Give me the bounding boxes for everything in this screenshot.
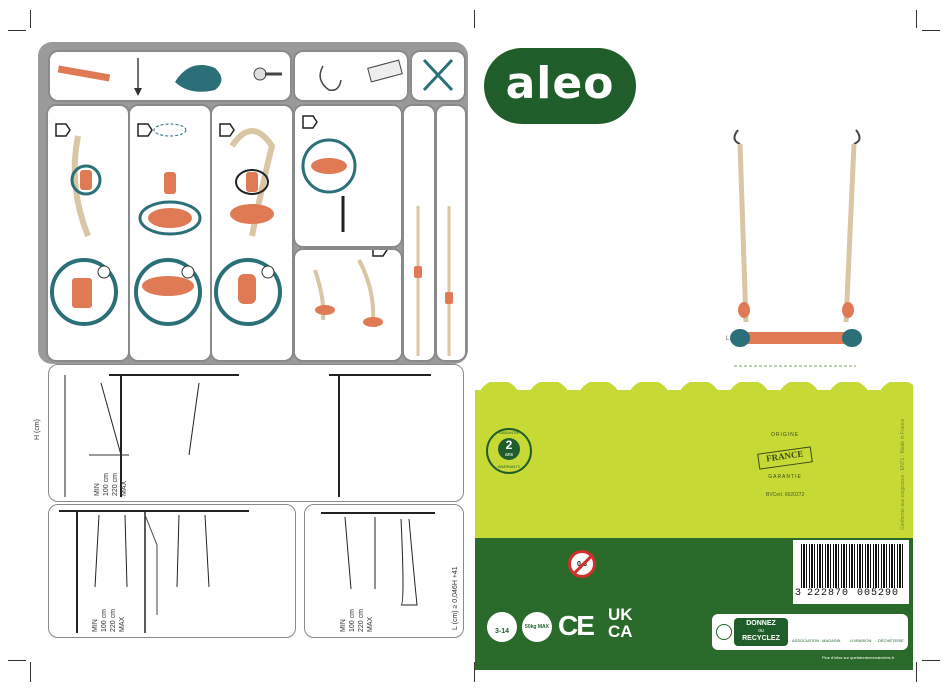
scalloped-edge	[477, 382, 913, 402]
max-label: MAX	[367, 616, 374, 632]
step-panel-6	[402, 104, 436, 362]
max-value: 220 cm	[358, 609, 365, 632]
recycle-url: Plus d'infos sur quefairedemesdechets.fr	[822, 655, 895, 660]
recycle-title-box: DONNEZ ou RECYCLEZ	[734, 618, 788, 646]
age-warning-icon: 0-3	[568, 550, 596, 578]
origin-france-badge: ORIGINE FRANCE GARANTIE	[752, 432, 818, 486]
smiley-icon	[97, 265, 111, 279]
barcode-first-digit: 3	[795, 588, 802, 599]
recycle-title-1: DONNEZ	[746, 620, 776, 627]
recycle-item: ASSOCIATION	[792, 638, 820, 643]
max-value: 220 cm	[112, 473, 119, 496]
barcode: 3 222870 005290	[793, 540, 909, 604]
step-arrow-icon	[219, 123, 235, 137]
recycle-item: LIVRAISON	[850, 638, 872, 643]
barcode-group2: 005290	[857, 588, 900, 599]
max-value: 220 cm	[110, 609, 117, 632]
forbidden-hook-panel	[410, 50, 466, 102]
max-label: MAX	[119, 616, 126, 632]
crop-mark	[922, 660, 940, 661]
recycle-title-3: RECYCLEZ	[742, 635, 780, 642]
crop-mark	[30, 662, 31, 682]
brand-logo-text: aleo	[505, 58, 615, 109]
recycle-title-2: ou	[758, 628, 764, 634]
barcode-group1: 222870	[807, 588, 850, 599]
cert-code: BVCert. 6020272	[766, 492, 805, 498]
ukca-line2: CA	[608, 622, 633, 641]
crop-mark	[916, 662, 917, 682]
seat-bar-part	[57, 65, 111, 82]
crop-mark	[30, 10, 31, 28]
max-label: MAX	[121, 480, 128, 496]
guarantee-unit: ans	[504, 452, 514, 458]
hook-panel	[293, 50, 409, 102]
step-panel-2	[128, 104, 212, 362]
min-value: 100 cm	[349, 609, 356, 632]
crop-mark	[8, 30, 26, 31]
step-panel-7	[435, 104, 467, 362]
guarantee-top: GARANTIE	[498, 430, 520, 435]
step-arrow-icon	[137, 123, 153, 137]
step-panel-3	[210, 104, 294, 362]
install-diagram-frame-b	[48, 504, 296, 638]
min-label: MIN	[94, 483, 101, 496]
ukca-line1: UK	[608, 605, 633, 624]
step-panel-5	[293, 248, 403, 362]
end-cap-part	[175, 65, 222, 92]
guarantee-years: 2	[505, 438, 513, 452]
origin-main: FRANCE	[757, 446, 813, 470]
age-range-icon: 3-14	[487, 612, 517, 642]
guarantee-badge: 2 ans GARANTIE WARRANTY	[486, 428, 532, 474]
crop-mark	[8, 660, 26, 661]
recycle-item: DÉCHÈTERIE	[878, 638, 904, 643]
crop-mark	[474, 662, 475, 682]
hook-icon	[853, 129, 861, 145]
step-arrow-icon	[55, 123, 71, 137]
min-label: MIN	[340, 619, 347, 632]
install-diagram-frame-a	[48, 364, 464, 502]
screw-icon	[253, 67, 282, 81]
weight-limit-text: 50kg MAX	[525, 624, 549, 630]
smiley-icon	[261, 265, 275, 279]
brand-logo: aleo	[484, 48, 636, 124]
ukca-mark: UK CA	[608, 606, 633, 640]
origin-bottom: GARANTIE	[768, 474, 802, 480]
parts-panel	[48, 50, 292, 102]
hook-icon	[733, 129, 741, 145]
crop-mark	[916, 10, 917, 28]
min-value: 100 cm	[101, 609, 108, 632]
crop-mark	[474, 10, 475, 28]
recycle-item: MAGASIN	[822, 638, 841, 643]
step-panel-4	[293, 104, 403, 248]
info-band	[475, 390, 913, 538]
min-label: MIN	[92, 619, 99, 632]
smiley-icon	[181, 265, 195, 279]
age-range-text: 3-14	[494, 628, 509, 635]
dimension-label: L	[726, 336, 730, 342]
guarantee-bottom: WARRANTY	[497, 464, 521, 469]
crop-mark	[922, 30, 940, 31]
step-arrow-icon	[302, 115, 318, 129]
side-legal-text: Conforme aux exigences · EN71 · Made in …	[900, 418, 906, 530]
barcode-bars	[801, 544, 905, 588]
height-label: H (cm)	[34, 419, 41, 440]
step-panel-1	[46, 104, 130, 362]
recycle-panel: DONNEZ ou RECYCLEZ ASSOCIATION MAGASIN L…	[712, 614, 908, 650]
recycle-icon	[716, 624, 732, 640]
forbidden-cross-icon	[422, 58, 454, 92]
rope-end-part	[134, 88, 142, 96]
formula-text: L (cm) ≥ 0,046H +41	[452, 566, 459, 630]
install-diagram-frame-c	[304, 504, 464, 638]
weight-limit-icon: 50kg MAX	[522, 612, 552, 642]
swing-illustration	[730, 129, 862, 367]
origin-top: ORIGINE	[770, 432, 800, 438]
min-value: 100 cm	[103, 473, 110, 496]
ce-mark: CE	[558, 610, 595, 641]
